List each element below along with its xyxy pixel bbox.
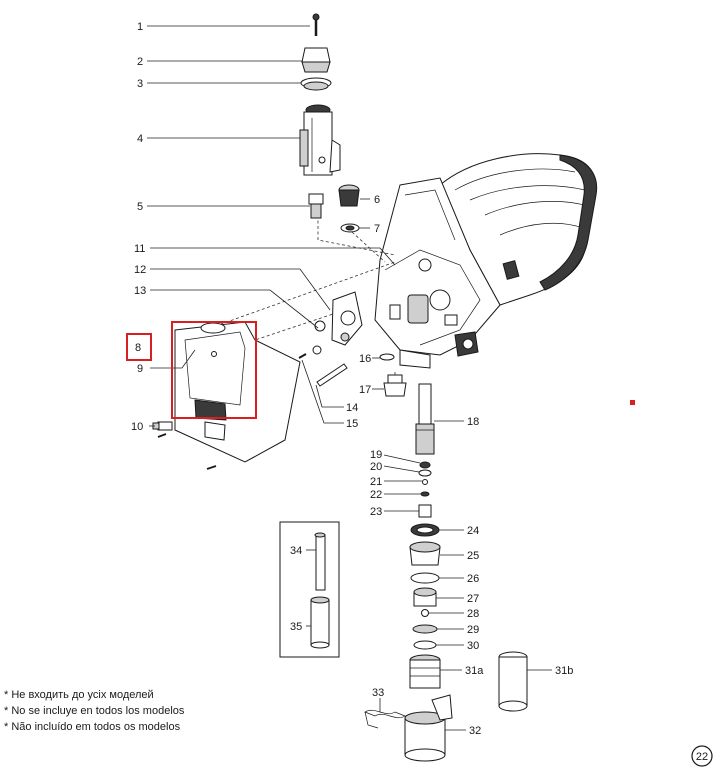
pump-column — [404, 383, 528, 762]
footnote-uk: * Не входить до усіх моделей — [4, 689, 154, 701]
callout-32: 32 — [469, 725, 481, 737]
callout-2: 2 — [137, 56, 143, 68]
front-cover — [174, 321, 301, 463]
part-13-washer — [312, 345, 322, 355]
callout-11: 11 — [134, 243, 145, 255]
part-3-collar — [300, 77, 332, 91]
callout-26: 26 — [467, 573, 479, 585]
page-number-badge: 22 — [691, 745, 713, 767]
callout-12: 12 — [134, 264, 146, 276]
part-5-fitting — [308, 193, 324, 219]
callout-29: 29 — [467, 624, 479, 636]
callout-16: 16 — [359, 353, 371, 365]
motor-housing — [374, 153, 598, 369]
callout-23: 23 — [370, 506, 382, 518]
callout-1: 1 — [137, 21, 143, 33]
part-2-nut — [301, 47, 331, 73]
callout-4: 4 — [137, 133, 143, 145]
callout-10: 10 — [131, 421, 143, 433]
part-1-pin — [312, 13, 320, 36]
footnote-es: * No se incluye en todos los modelos — [4, 705, 185, 717]
part-15-screw — [298, 353, 307, 359]
page-number: 22 — [696, 751, 708, 763]
callout-28: 28 — [467, 608, 479, 620]
callout-18: 18 — [467, 416, 479, 428]
callout-13: 13 — [134, 285, 146, 297]
highlight-box-cover — [171, 321, 257, 419]
leader-lines — [147, 25, 552, 731]
callout-35: 35 — [290, 621, 302, 633]
callout-22: 22 — [370, 489, 382, 501]
part-10-fitting — [152, 421, 217, 470]
part-4-valve-body — [299, 104, 341, 176]
part-7-seal — [340, 223, 360, 233]
callout-21: 21 — [370, 476, 382, 488]
part-17-fitting — [383, 374, 407, 397]
callout-31a: 31a — [465, 665, 484, 677]
callout-25: 25 — [467, 550, 479, 562]
footnote-pt: * Não incluído em todos os modelos — [4, 721, 181, 733]
callout-27: 27 — [467, 593, 479, 605]
callout-5: 5 — [137, 201, 143, 213]
callout-17: 17 — [359, 384, 371, 396]
part-14-rod — [316, 363, 348, 387]
highlight-box-label-8 — [126, 333, 152, 361]
callout-9: 9 — [137, 363, 143, 375]
callout-8: 8 — [135, 342, 141, 354]
callout-30: 30 — [467, 640, 479, 652]
part-33-strap — [364, 709, 406, 729]
callout-labels: 1 2 3 4 5 6 7 8 9 10 11 12 13 14 15 16 1… — [131, 21, 573, 737]
callout-24: 24 — [467, 525, 479, 537]
callout-6: 6 — [374, 194, 380, 206]
callout-20: 20 — [370, 461, 382, 473]
callout-3: 3 — [137, 78, 143, 90]
part-12-crank — [331, 291, 363, 346]
callout-19: 19 — [370, 449, 382, 461]
callout-31b: 31b — [555, 665, 573, 677]
callout-14: 14 — [346, 402, 358, 414]
part-6-cap — [338, 184, 360, 207]
part-16-ring — [379, 353, 395, 361]
callout-33: 33 — [372, 687, 384, 699]
inset-box — [279, 521, 340, 658]
callout-7: 7 — [374, 223, 380, 235]
part-11-ring — [314, 320, 326, 332]
callout-15: 15 — [346, 418, 358, 430]
red-marker — [630, 400, 635, 405]
callout-34: 34 — [290, 545, 302, 557]
